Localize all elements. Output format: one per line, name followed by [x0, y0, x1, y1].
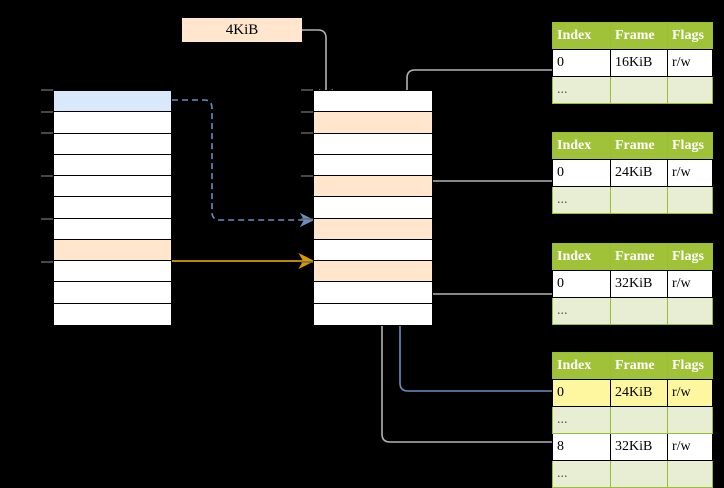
- wire-table1-to-frame: [399, 69, 552, 184]
- cell-index: 0: [552, 159, 611, 187]
- memory-row: [54, 133, 171, 155]
- cell-frame: [610, 186, 668, 214]
- column-header-flags: Flags: [667, 132, 713, 160]
- memory-row: [54, 197, 171, 219]
- cell-frame: 24KiB: [610, 159, 668, 187]
- memory-row: [54, 218, 171, 240]
- column-header-frame: Frame: [610, 352, 668, 380]
- table-header-row: Index Frame Flags: [552, 243, 713, 271]
- cell-frame: [610, 76, 668, 104]
- virtual-address-space-column: [53, 90, 172, 326]
- cell-flags: [667, 406, 713, 434]
- column-header-index: Index: [552, 352, 611, 380]
- memory-row: [314, 154, 432, 177]
- memory-row: [314, 282, 432, 304]
- column-header-frame: Frame: [610, 243, 668, 271]
- table-row: ...: [552, 406, 713, 434]
- cell-flags: r/w: [667, 379, 713, 407]
- cell-flags: r/w: [667, 49, 713, 77]
- memory-row: [314, 261, 432, 283]
- memory-row: [54, 112, 171, 134]
- cell-index: 8: [552, 433, 611, 461]
- memory-row: [314, 176, 432, 198]
- cell-frame: 16KiB: [610, 49, 668, 77]
- column-header-frame: Frame: [610, 22, 668, 50]
- wire-virtual-to-physical-dashed: [172, 99, 315, 228]
- memory-row: [54, 282, 171, 304]
- memory-row: [314, 218, 432, 240]
- memory-row: [314, 91, 432, 113]
- cell-frame: [610, 297, 668, 325]
- memory-row: [54, 91, 171, 113]
- memory-row: [314, 197, 432, 219]
- table-row: ...: [552, 76, 713, 104]
- memory-row: [54, 239, 171, 262]
- table-header-row: Index Frame Flags: [552, 132, 713, 160]
- cell-flags: [667, 76, 713, 104]
- cell-flags: [667, 297, 713, 325]
- cell-frame: 32KiB: [610, 433, 668, 461]
- cell-frame: 32KiB: [610, 270, 668, 298]
- column-header-frame: Frame: [610, 132, 668, 160]
- wire-table4-row0-to-frame: [392, 221, 552, 392]
- column-header-flags: Flags: [667, 352, 713, 380]
- table-header-row: Index Frame Flags: [552, 22, 713, 50]
- cell-frame: [610, 406, 668, 434]
- cell-flags: [667, 186, 713, 214]
- table-header-row: Index Frame Flags: [552, 352, 713, 380]
- cell-index: 0: [552, 379, 611, 407]
- page-size-label: 4KiB: [182, 18, 302, 42]
- memory-row: [314, 133, 432, 155]
- cell-index: ...: [552, 406, 611, 434]
- cell-index: ...: [552, 460, 611, 488]
- cell-index: ...: [552, 186, 611, 214]
- column-header-flags: Flags: [667, 22, 713, 50]
- row-tick-marks: [41, 89, 313, 263]
- column-header-index: Index: [552, 243, 611, 271]
- memory-row: [54, 261, 171, 283]
- cell-frame: 24KiB: [610, 379, 668, 407]
- memory-row: [54, 154, 171, 177]
- wire-table4-row8-to-frame: [374, 268, 552, 443]
- memory-row: [314, 112, 432, 134]
- wire-pagesize-to-frame: [302, 29, 334, 104]
- cell-index: ...: [552, 76, 611, 104]
- column-header-flags: Flags: [667, 243, 713, 271]
- cell-flags: r/w: [667, 433, 713, 461]
- memory-row: [54, 176, 171, 198]
- cell-frame: [610, 460, 668, 488]
- table-row: ...: [552, 297, 713, 325]
- column-header-index: Index: [552, 132, 611, 160]
- table-row: ...: [552, 186, 713, 214]
- memory-row: [314, 303, 432, 325]
- memory-row: [54, 303, 171, 325]
- cell-flags: r/w: [667, 270, 713, 298]
- cell-index: 0: [552, 49, 611, 77]
- table-row: ...: [552, 460, 713, 488]
- cell-flags: r/w: [667, 159, 713, 187]
- column-header-index: Index: [552, 22, 611, 50]
- physical-memory-column: [313, 90, 433, 326]
- memory-row: [314, 239, 432, 262]
- cell-flags: [667, 460, 713, 488]
- cell-index: ...: [552, 297, 611, 325]
- cell-index: 0: [552, 270, 611, 298]
